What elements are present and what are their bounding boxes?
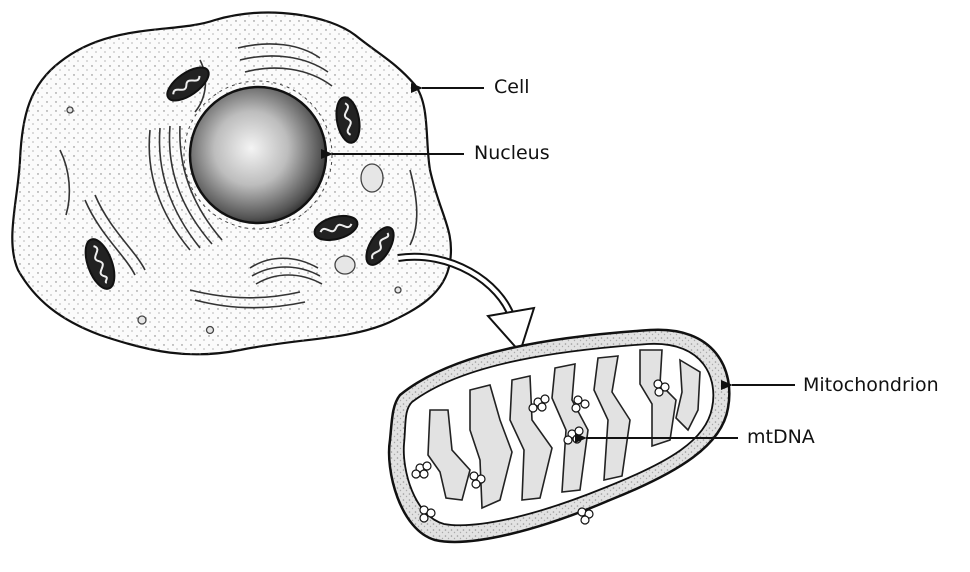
label-mtdna: mtDNA [747,428,815,447]
label-mitochondrion: Mitochondrion [803,376,939,395]
label-cell: Cell [494,78,530,97]
cell-illustration [12,13,451,355]
nucleus [190,87,326,223]
mitochondrion-illustration [389,330,729,542]
label-nucleus: Nucleus [474,144,550,163]
